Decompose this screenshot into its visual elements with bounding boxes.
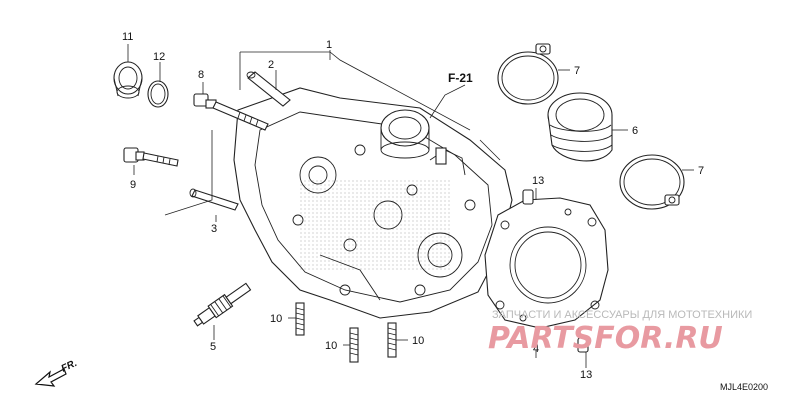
watermark-logo: PARTSFOR.RU [488, 321, 723, 356]
callout-8: 8 [198, 69, 204, 81]
leader-lines [127, 44, 694, 368]
callout-1: 1 [326, 39, 332, 51]
callout-7-upper: 7 [574, 65, 580, 77]
reference-label: F-21 [448, 71, 473, 85]
stud-bolt-2[interactable] [349, 327, 359, 363]
intake-port[interactable] [380, 109, 430, 159]
callout-11: 11 [122, 31, 133, 43]
flange-bolt-9[interactable] [123, 147, 179, 167]
callout-9: 9 [130, 179, 136, 191]
watermark-tagline: ЗАПЧАСТИ И АКСЕССУАРЫ ДЛЯ МОТОТЕХНИКИ [492, 309, 752, 321]
seal-cap[interactable] [113, 61, 143, 99]
callout-6: 6 [632, 125, 638, 137]
flange-bolt-8[interactable] [193, 93, 269, 131]
hose-clamp-lower[interactable] [619, 154, 685, 210]
stud-bolt-3[interactable] [387, 322, 397, 358]
callout-12: 12 [153, 51, 165, 63]
spark-plug[interactable] [192, 281, 252, 329]
guide-pin-2[interactable] [246, 71, 291, 107]
insulator[interactable] [547, 92, 613, 162]
cylinder-head-gasket[interactable] [484, 197, 609, 329]
callout-7-lower: 7 [698, 165, 704, 177]
hose-clamp-upper[interactable] [497, 43, 559, 105]
callout-10-a: 10 [270, 313, 282, 325]
callout-5: 5 [210, 341, 216, 353]
callout-10-b: 10 [325, 340, 337, 352]
front-direction-indicator: FR. [34, 358, 79, 387]
callout-13-lower: 13 [580, 369, 592, 381]
callout-2: 2 [268, 59, 274, 71]
stud-bolt-1[interactable] [295, 302, 305, 336]
callout-10-c: 10 [412, 335, 424, 347]
watermark: ЗАПЧАСТИ И АКСЕССУАРЫ ДЛЯ МОТОТЕХНИКИ PA… [488, 309, 752, 356]
cylinder-head[interactable] [233, 87, 513, 319]
direction-label: FR. [60, 358, 79, 375]
callout-labels: 1 2 3 4 5 6 7 7 8 9 10 10 10 11 12 13 13… [122, 31, 704, 381]
dowel-pin-upper[interactable] [522, 189, 534, 205]
callout-13-upper: 13 [532, 175, 544, 187]
callout-4: 4 [533, 343, 539, 355]
diagram-code: MJL4E0200 [720, 382, 768, 392]
callout-3: 3 [211, 223, 217, 235]
dowel-pin-lower[interactable] [577, 337, 589, 353]
o-ring[interactable] [147, 80, 169, 108]
guide-pin-3[interactable] [189, 188, 239, 211]
arrow-icon [34, 368, 67, 387]
